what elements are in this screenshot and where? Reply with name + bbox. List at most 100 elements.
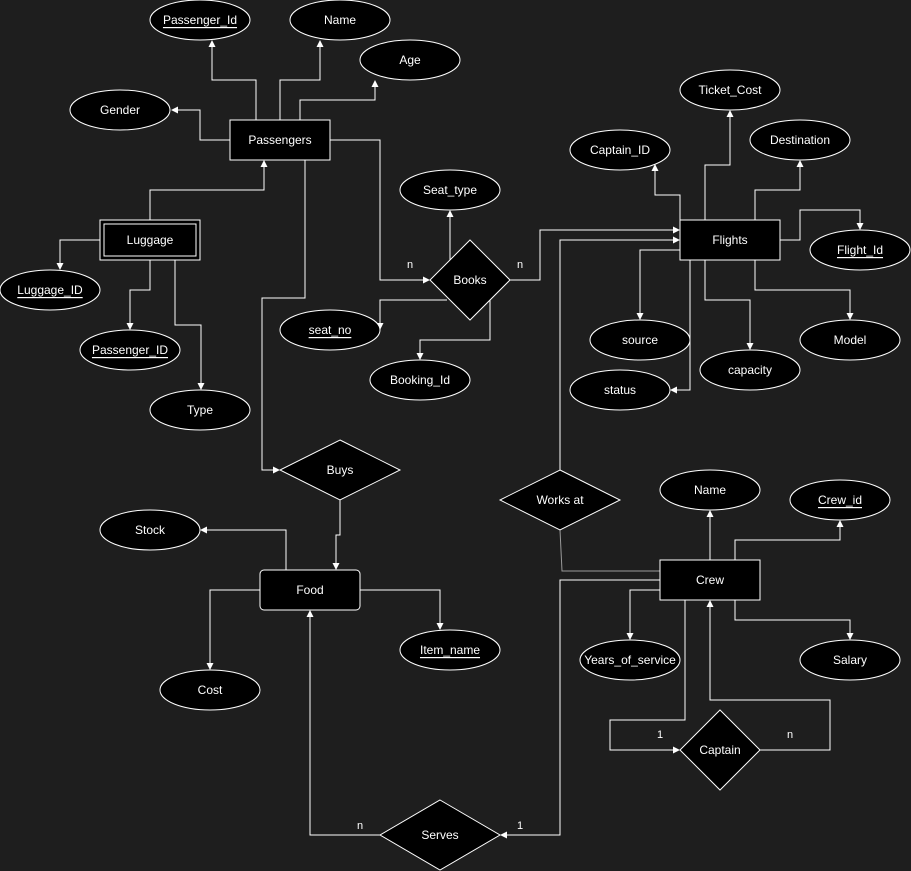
arrowhead xyxy=(796,160,804,167)
attribute-capacity[interactable]: capacity xyxy=(699,349,801,391)
relationship-books[interactable]: Books xyxy=(429,239,511,321)
arrowhead xyxy=(500,831,507,839)
attribute-status[interactable]: status xyxy=(569,369,671,411)
attribute-seat-no[interactable]: seat_no xyxy=(279,309,381,351)
arrowhead xyxy=(260,160,268,167)
attribute-model[interactable]: Model xyxy=(799,319,901,361)
arrowhead xyxy=(171,106,178,114)
entity-crew[interactable]: Crew xyxy=(659,559,761,601)
attribute-status-label: status xyxy=(604,383,636,397)
relationship-works-at[interactable]: Works at xyxy=(498,469,622,531)
edge-flights-destination xyxy=(754,166,801,220)
edge-flights-flight-id xyxy=(780,209,861,241)
edge-flights-source xyxy=(639,249,680,314)
entity-passengers[interactable]: Passengers xyxy=(229,119,331,161)
arrowhead xyxy=(332,563,340,570)
attribute-stock[interactable]: Stock xyxy=(99,509,201,551)
attribute-passenger-id[interactable]: Passenger_Id xyxy=(149,0,251,41)
edge-passengers-gender xyxy=(178,109,230,141)
edge-flights-capacity xyxy=(704,260,751,344)
edge-works-at-crew xyxy=(559,529,660,572)
attribute-seat-no-label: seat_no xyxy=(309,323,352,337)
attribute-years-of-service[interactable]: Years_of_service xyxy=(579,639,681,681)
attribute-booking-id-label: Booking_Id xyxy=(390,373,450,387)
edge-passengers-age xyxy=(299,86,376,120)
edge-crew-salary xyxy=(734,600,851,634)
arrowhead xyxy=(651,164,659,171)
attribute-item-name-label: Item_name xyxy=(420,643,480,657)
arrowhead xyxy=(316,40,324,47)
attribute-source-label: source xyxy=(622,333,658,347)
cardinality-books-passengers: n xyxy=(407,259,413,271)
arrowhead xyxy=(856,223,864,230)
edge-books-booking-id xyxy=(419,300,491,354)
attribute-stock-label: Stock xyxy=(135,523,166,537)
edge-flights-ticket-cost xyxy=(704,116,731,220)
attribute-luggage-passenger-id[interactable]: Passenger_ID xyxy=(79,329,181,371)
cardinalities: n n n 1 1 n xyxy=(357,259,793,832)
attribute-destination-label: Destination xyxy=(770,133,830,147)
edges xyxy=(56,40,864,839)
entity-flights[interactable]: Flights xyxy=(679,219,781,261)
attribute-captain-id[interactable]: Captain_ID xyxy=(569,129,671,171)
relationship-serves[interactable]: Serves xyxy=(379,799,501,871)
attribute-salary[interactable]: Salary xyxy=(799,639,901,681)
attribute-source[interactable]: source xyxy=(589,319,691,361)
attribute-type-label: Type xyxy=(187,403,213,417)
attribute-luggage-passenger-id-label: Passenger_ID xyxy=(92,343,168,357)
arrowhead xyxy=(446,210,454,217)
attribute-booking-id[interactable]: Booking_Id xyxy=(369,359,471,401)
relationship-buys-label: Buys xyxy=(327,463,354,477)
relationship-buys[interactable]: Buys xyxy=(278,439,402,501)
attribute-crew-name[interactable]: Name xyxy=(659,469,761,511)
relationship-captain-label: Captain xyxy=(699,743,740,757)
attribute-age[interactable]: Age xyxy=(359,39,461,81)
edge-passengers-name xyxy=(279,46,321,120)
edge-passengers-passenger-id xyxy=(211,46,257,120)
attribute-ticket-cost-label: Ticket_Cost xyxy=(699,83,763,97)
arrowhead xyxy=(673,226,680,234)
entity-luggage[interactable]: Luggage xyxy=(99,219,201,261)
arrowhead xyxy=(846,313,854,320)
attribute-luggage-id[interactable]: Luggage_ID xyxy=(0,269,101,311)
relationship-captain[interactable]: Captain xyxy=(679,709,761,791)
attribute-passenger-name-label: Name xyxy=(324,13,356,27)
arrowhead xyxy=(197,383,205,390)
arrowhead xyxy=(846,633,854,640)
attributes: Passenger_Id Name Age Gender Luggage_ID … xyxy=(0,0,911,711)
attribute-seat-type[interactable]: Seat_type xyxy=(399,169,501,211)
arrowhead xyxy=(416,353,424,360)
arrowhead xyxy=(726,110,734,117)
attribute-destination[interactable]: Destination xyxy=(749,119,851,161)
attribute-crew-id[interactable]: Crew_id xyxy=(789,479,891,521)
edge-food-item-name xyxy=(360,589,441,624)
attribute-crew-id-label: Crew_id xyxy=(818,493,862,507)
edge-captain-crew xyxy=(709,606,831,751)
attribute-cost-label: Cost xyxy=(198,683,223,697)
attribute-gender[interactable]: Gender xyxy=(69,89,171,131)
arrowhead xyxy=(306,610,314,617)
edge-luggage-luggage-id xyxy=(59,239,100,264)
attribute-captain-id-label: Captain_ID xyxy=(590,143,650,157)
relationship-books-label: Books xyxy=(453,273,486,287)
attribute-passenger-name[interactable]: Name xyxy=(289,0,391,41)
edge-luggage-passengers xyxy=(149,166,265,220)
attribute-capacity-label: capacity xyxy=(728,363,772,377)
attribute-cost[interactable]: Cost xyxy=(159,669,261,711)
edge-crew-crew-id xyxy=(734,526,841,560)
entity-food[interactable]: Food xyxy=(259,569,361,611)
edge-buys-food xyxy=(335,500,341,564)
attribute-flight-id[interactable]: Flight_Id xyxy=(809,229,911,271)
attribute-type[interactable]: Type xyxy=(149,389,251,431)
attribute-model-label: Model xyxy=(834,333,867,347)
cardinality-captain-right: n xyxy=(787,729,793,741)
cardinality-serves-food: n xyxy=(357,820,363,832)
relationship-works-at-label: Works at xyxy=(536,493,584,507)
entity-luggage-label: Luggage xyxy=(127,233,174,247)
attribute-years-of-service-label: Years_of_service xyxy=(584,653,676,667)
attribute-ticket-cost[interactable]: Ticket_Cost xyxy=(679,69,781,111)
edge-food-cost xyxy=(209,589,260,664)
arrowhead xyxy=(706,510,714,517)
arrowhead xyxy=(371,80,379,87)
attribute-item-name[interactable]: Item_name xyxy=(399,629,501,671)
